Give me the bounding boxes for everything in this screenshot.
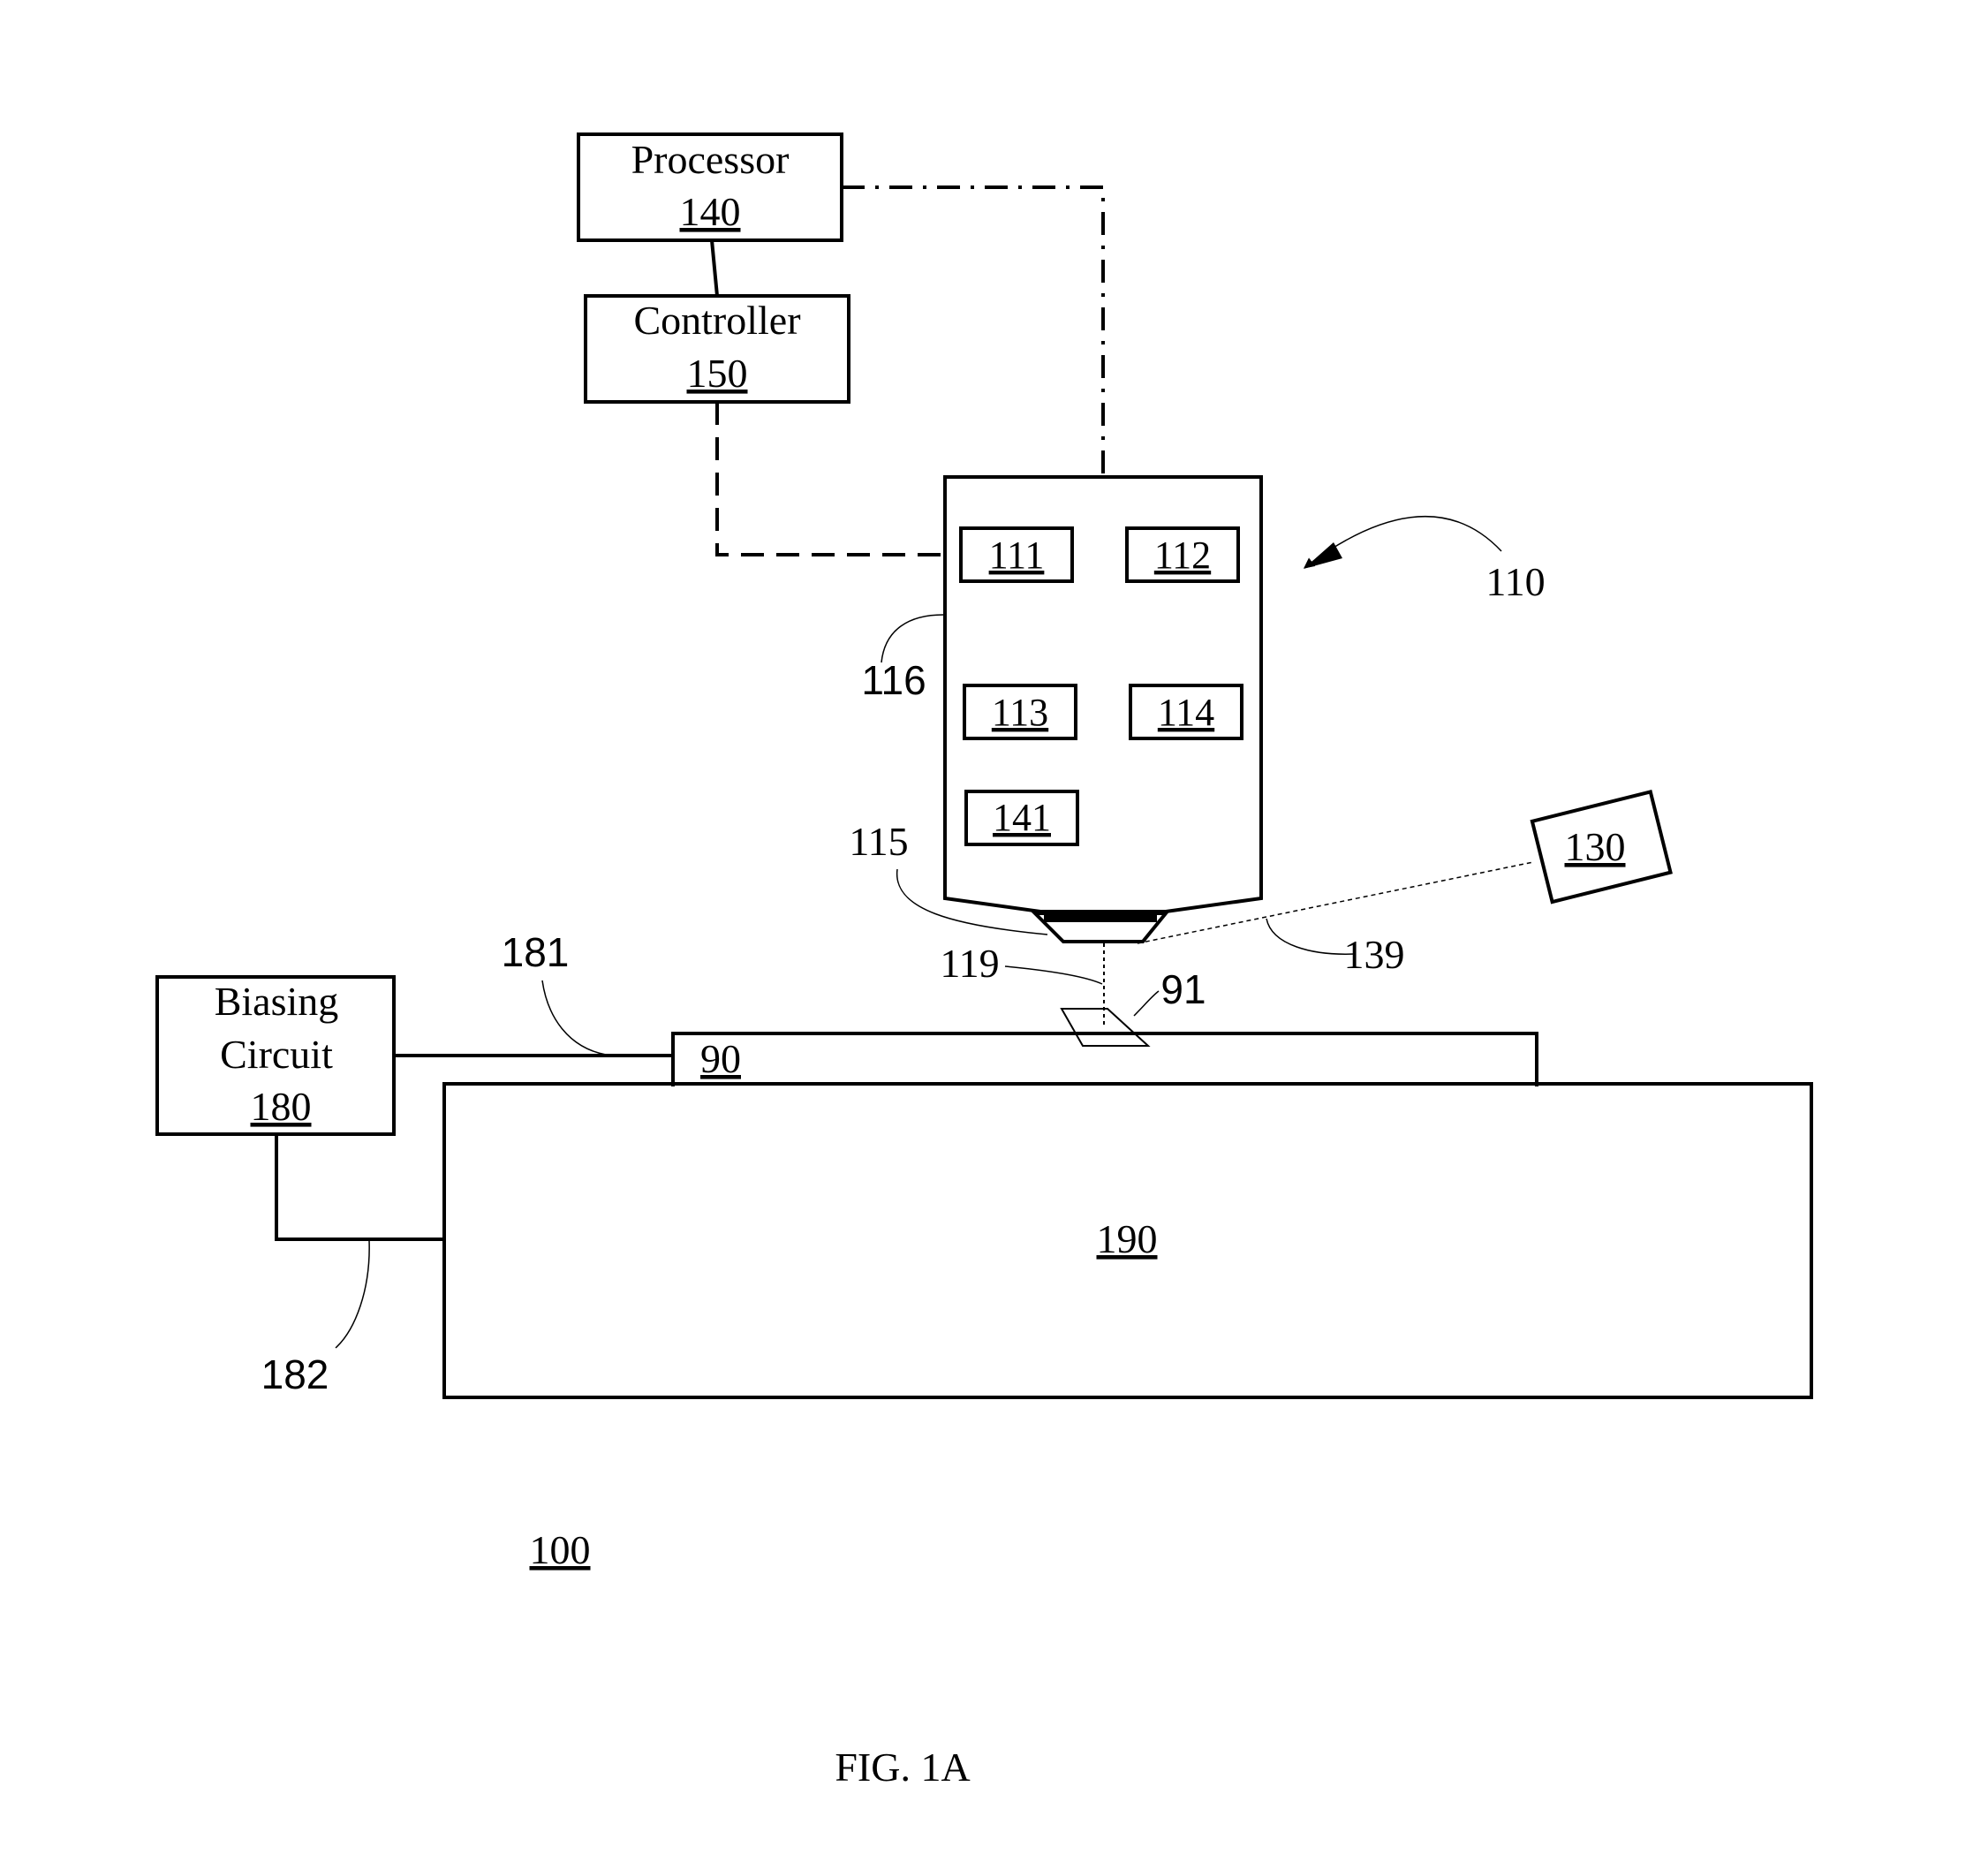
- beam-leader: [1005, 966, 1102, 984]
- module-112: 112: [1127, 528, 1238, 581]
- processor-controller-link: [712, 240, 717, 296]
- lead-bottom-leader: [336, 1240, 369, 1348]
- controller-label: Controller: [633, 298, 800, 343]
- tip-ref: 115: [849, 819, 908, 864]
- detector-signal-path: [1138, 862, 1533, 943]
- sample: 90: [673, 1033, 1537, 1086]
- stage: 190: [444, 1084, 1811, 1397]
- spot-leader: [1134, 991, 1159, 1016]
- module-113: 113: [964, 685, 1076, 738]
- column-ref: 110: [1485, 559, 1545, 604]
- processor-ref: 140: [680, 189, 741, 234]
- biasing-stage-lead: [276, 1134, 444, 1239]
- svg-text:113: 113: [992, 691, 1048, 734]
- detector-ref: 130: [1565, 824, 1626, 869]
- housing-ref: 116: [861, 657, 926, 703]
- figure-label: FIG. 1A: [835, 1745, 970, 1790]
- beam-ref: 119: [940, 941, 999, 986]
- svg-text:141: 141: [993, 796, 1051, 839]
- biasing-circuit-block: Biasing Circuit 180: [157, 977, 394, 1134]
- module-114: 114: [1130, 685, 1242, 738]
- stage-ref: 190: [1097, 1216, 1158, 1261]
- controller-column-link: [717, 402, 945, 555]
- signal-path-ref: 139: [1344, 932, 1405, 977]
- module-111: 111: [961, 528, 1072, 581]
- lead-top-leader: [542, 980, 606, 1055]
- spot-ref: 91: [1160, 966, 1206, 1012]
- housing-leader: [881, 615, 943, 662]
- biasing-label-line1: Biasing: [215, 979, 339, 1024]
- sample-ref: 90: [700, 1036, 741, 1081]
- module-141: 141: [966, 791, 1077, 844]
- processor-label: Processor: [631, 137, 790, 182]
- lead-bottom-ref: 182: [261, 1351, 329, 1397]
- biasing-ref: 180: [251, 1084, 312, 1129]
- processor-column-link: [842, 187, 1103, 477]
- processor-block: Processor 140: [578, 134, 842, 240]
- lead-top-ref: 181: [502, 929, 570, 975]
- biasing-label-line2: Circuit: [220, 1032, 333, 1077]
- system-ref: 100: [530, 1527, 591, 1572]
- svg-text:112: 112: [1154, 534, 1211, 577]
- signal-path-leader: [1266, 919, 1355, 954]
- controller-block: Controller 150: [586, 296, 849, 402]
- detector-block: 130: [1532, 791, 1671, 902]
- svg-text:111: 111: [989, 534, 1045, 577]
- svg-text:114: 114: [1158, 691, 1214, 734]
- controller-ref: 150: [687, 351, 748, 396]
